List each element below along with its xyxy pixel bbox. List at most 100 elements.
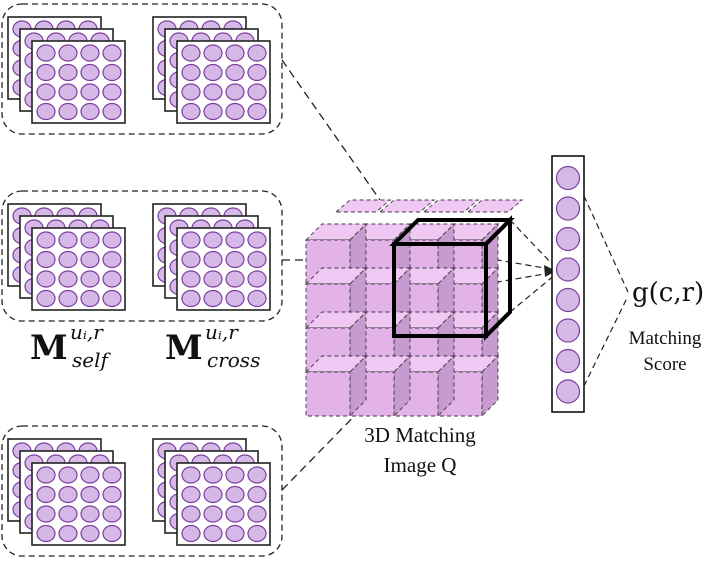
- matrix-cell: [58, 289, 78, 308]
- matrix-cell: [203, 466, 223, 484]
- matrix-cell: [203, 250, 223, 269]
- cube-side-face: [437, 354, 455, 418]
- matrix-cell: [80, 231, 100, 249]
- matrix-cell: [247, 250, 267, 269]
- matrix-cell: [247, 44, 267, 62]
- matrix-cell: [36, 466, 56, 484]
- score-caption-line-1: Matching: [628, 328, 702, 349]
- matrix-sheet: [31, 227, 126, 311]
- matrix-cell: [58, 63, 78, 82]
- matrix-cell: [247, 63, 267, 82]
- cube-side-face: [481, 354, 499, 418]
- matrix-cell: [247, 102, 267, 121]
- matrix-cell: [102, 505, 122, 523]
- highlight-cube-front: [392, 242, 488, 338]
- matrix-cell: [80, 83, 100, 101]
- score-vector: [551, 155, 629, 413]
- matrix-cell: [58, 250, 78, 269]
- matrix-cell: [225, 231, 245, 249]
- matrix-group: [1, 3, 283, 135]
- matrix-cell: [247, 505, 267, 523]
- matrix-cell: [80, 505, 100, 523]
- matrix-self-symbol: M: [30, 328, 68, 368]
- matrix-sheet: [176, 227, 271, 311]
- matrix-cell: [203, 44, 223, 62]
- matrix-cell: [36, 250, 56, 269]
- matrix-cell: [181, 505, 201, 523]
- matrix-cell: [225, 289, 245, 308]
- cube-back-top: [422, 199, 480, 213]
- matrix-cell: [36, 44, 56, 62]
- matrix-sheet: [31, 40, 126, 124]
- matrix-cell: [36, 231, 56, 249]
- cube-back-top: [334, 199, 392, 213]
- cube-back-top: [378, 199, 436, 213]
- cube-side-face: [393, 354, 411, 418]
- matrix-cell: [58, 505, 78, 523]
- output-connector: [583, 295, 629, 387]
- matrix-cell: [181, 102, 201, 121]
- vector-cell: [555, 226, 581, 252]
- vector-cell: [555, 379, 581, 404]
- matrix-cell: [36, 485, 56, 504]
- vector-cell: [555, 257, 581, 282]
- matrix-cell: [203, 83, 223, 101]
- score-caption: Matching Score: [610, 326, 720, 378]
- matrix-cell: [36, 63, 56, 82]
- matrix-cell: [102, 63, 122, 82]
- cube-caption-line-2: Image Q: [383, 453, 457, 477]
- small-cube: [304, 354, 368, 418]
- matrix-cell: [58, 466, 78, 484]
- matrix-cell: [203, 524, 223, 543]
- cube-caption-line-1: 3D Matching: [364, 423, 476, 447]
- matrix-cell: [58, 270, 78, 288]
- matrix-cell: [225, 466, 245, 484]
- matrix-stack: [152, 203, 271, 311]
- matrix-cell: [181, 485, 201, 504]
- matrix-cross-superscript: uᵢ,r: [205, 320, 238, 344]
- matrix-stack: [152, 16, 271, 124]
- cube-front-face: [305, 371, 351, 417]
- vector-cell: [555, 287, 581, 313]
- matrix-cell: [225, 250, 245, 269]
- cube-back-top: [466, 199, 524, 213]
- matrix-cell: [247, 466, 267, 484]
- matrix-cell: [80, 466, 100, 484]
- matrix-cell: [203, 485, 223, 504]
- output-label: g(c,r): [632, 278, 705, 308]
- matrix-cell: [225, 83, 245, 101]
- matrix-group: [1, 190, 283, 322]
- matrix-cell: [225, 44, 245, 62]
- matrix-self-superscript: uᵢ,r: [70, 320, 103, 344]
- matrix-cell: [225, 505, 245, 523]
- matrix-cell: [203, 231, 223, 249]
- matrix-stack: [7, 16, 126, 124]
- matrix-cell: [80, 270, 100, 288]
- group-dashed-border: [1, 425, 283, 557]
- matrix-self-label: M uᵢ,r self: [30, 320, 108, 372]
- matrix-cell: [36, 83, 56, 101]
- matrix-cell: [58, 102, 78, 121]
- matrix-cell: [203, 63, 223, 82]
- matrix-cell: [58, 44, 78, 62]
- matrix-self-subscript: self: [72, 348, 108, 372]
- score-caption-line-2: Score: [643, 354, 687, 375]
- matrix-cell: [102, 524, 122, 543]
- matrix-cell: [181, 466, 201, 484]
- vector-cell: [555, 348, 581, 374]
- matrix-cell: [225, 102, 245, 121]
- matrix-sheet: [176, 462, 271, 546]
- matrix-cell: [80, 250, 100, 269]
- matrix-cell: [102, 270, 122, 288]
- matrix-cell: [181, 63, 201, 82]
- matrix-cell: [80, 44, 100, 62]
- matrix-cell: [181, 250, 201, 269]
- dashed-arrow: [509, 273, 557, 313]
- matrix-group: [1, 425, 283, 557]
- matrix-cell: [80, 485, 100, 504]
- matrix-cell: [58, 83, 78, 101]
- matrix-cross-label: M uᵢ,r cross: [165, 320, 260, 372]
- matrix-stack: [152, 438, 271, 546]
- group-dashed-border: [1, 3, 283, 135]
- matrix-sheet: [176, 40, 271, 124]
